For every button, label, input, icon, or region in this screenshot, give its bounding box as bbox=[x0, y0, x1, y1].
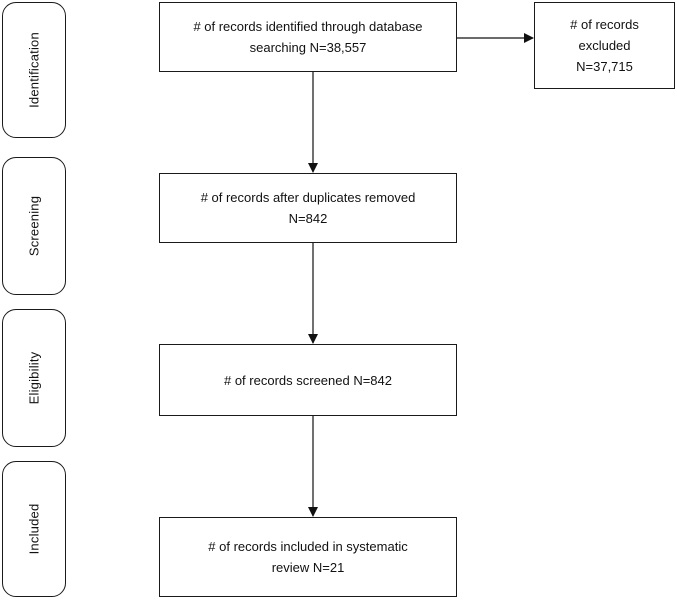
box-records-identified-line1: # of records identified through database bbox=[193, 19, 423, 34]
box-records-included-line2: review N=21 bbox=[271, 560, 345, 575]
box-records-identified-line2: searching N=38,557 bbox=[249, 40, 367, 55]
box-records-excluded-line3: N=37,715 bbox=[576, 59, 633, 74]
box-records-included-line1: # of records included in systematic bbox=[208, 539, 408, 554]
box-records-excluded: # of records excluded N=37,715 bbox=[534, 2, 675, 89]
box-records-screened: # of records screened N=842 bbox=[159, 344, 457, 416]
stage-screening-label: Screening bbox=[26, 195, 42, 257]
box-duplicates-removed-line1: # of records after duplicates removed bbox=[200, 190, 416, 205]
stage-eligibility: Eligibility bbox=[2, 309, 66, 447]
box-records-excluded-line1: # of records bbox=[570, 17, 639, 32]
box-records-included: # of records included in systematic revi… bbox=[159, 517, 457, 597]
box-duplicates-removed-line2: N=842 bbox=[288, 211, 328, 226]
box-duplicates-removed: # of records after duplicates removed N=… bbox=[159, 173, 457, 243]
stage-included-label: Included bbox=[26, 503, 42, 555]
stage-included: Included bbox=[2, 461, 66, 597]
stage-identification-label: Identification bbox=[26, 32, 42, 108]
box-records-excluded-line2: excluded bbox=[578, 38, 631, 53]
box-records-identified: # of records identified through database… bbox=[159, 2, 457, 72]
stage-screening: Screening bbox=[2, 157, 66, 295]
stage-eligibility-label: Eligibility bbox=[26, 351, 42, 405]
box-records-screened-line1: # of records screened N=842 bbox=[223, 372, 393, 388]
stage-identification: Identification bbox=[2, 2, 66, 138]
